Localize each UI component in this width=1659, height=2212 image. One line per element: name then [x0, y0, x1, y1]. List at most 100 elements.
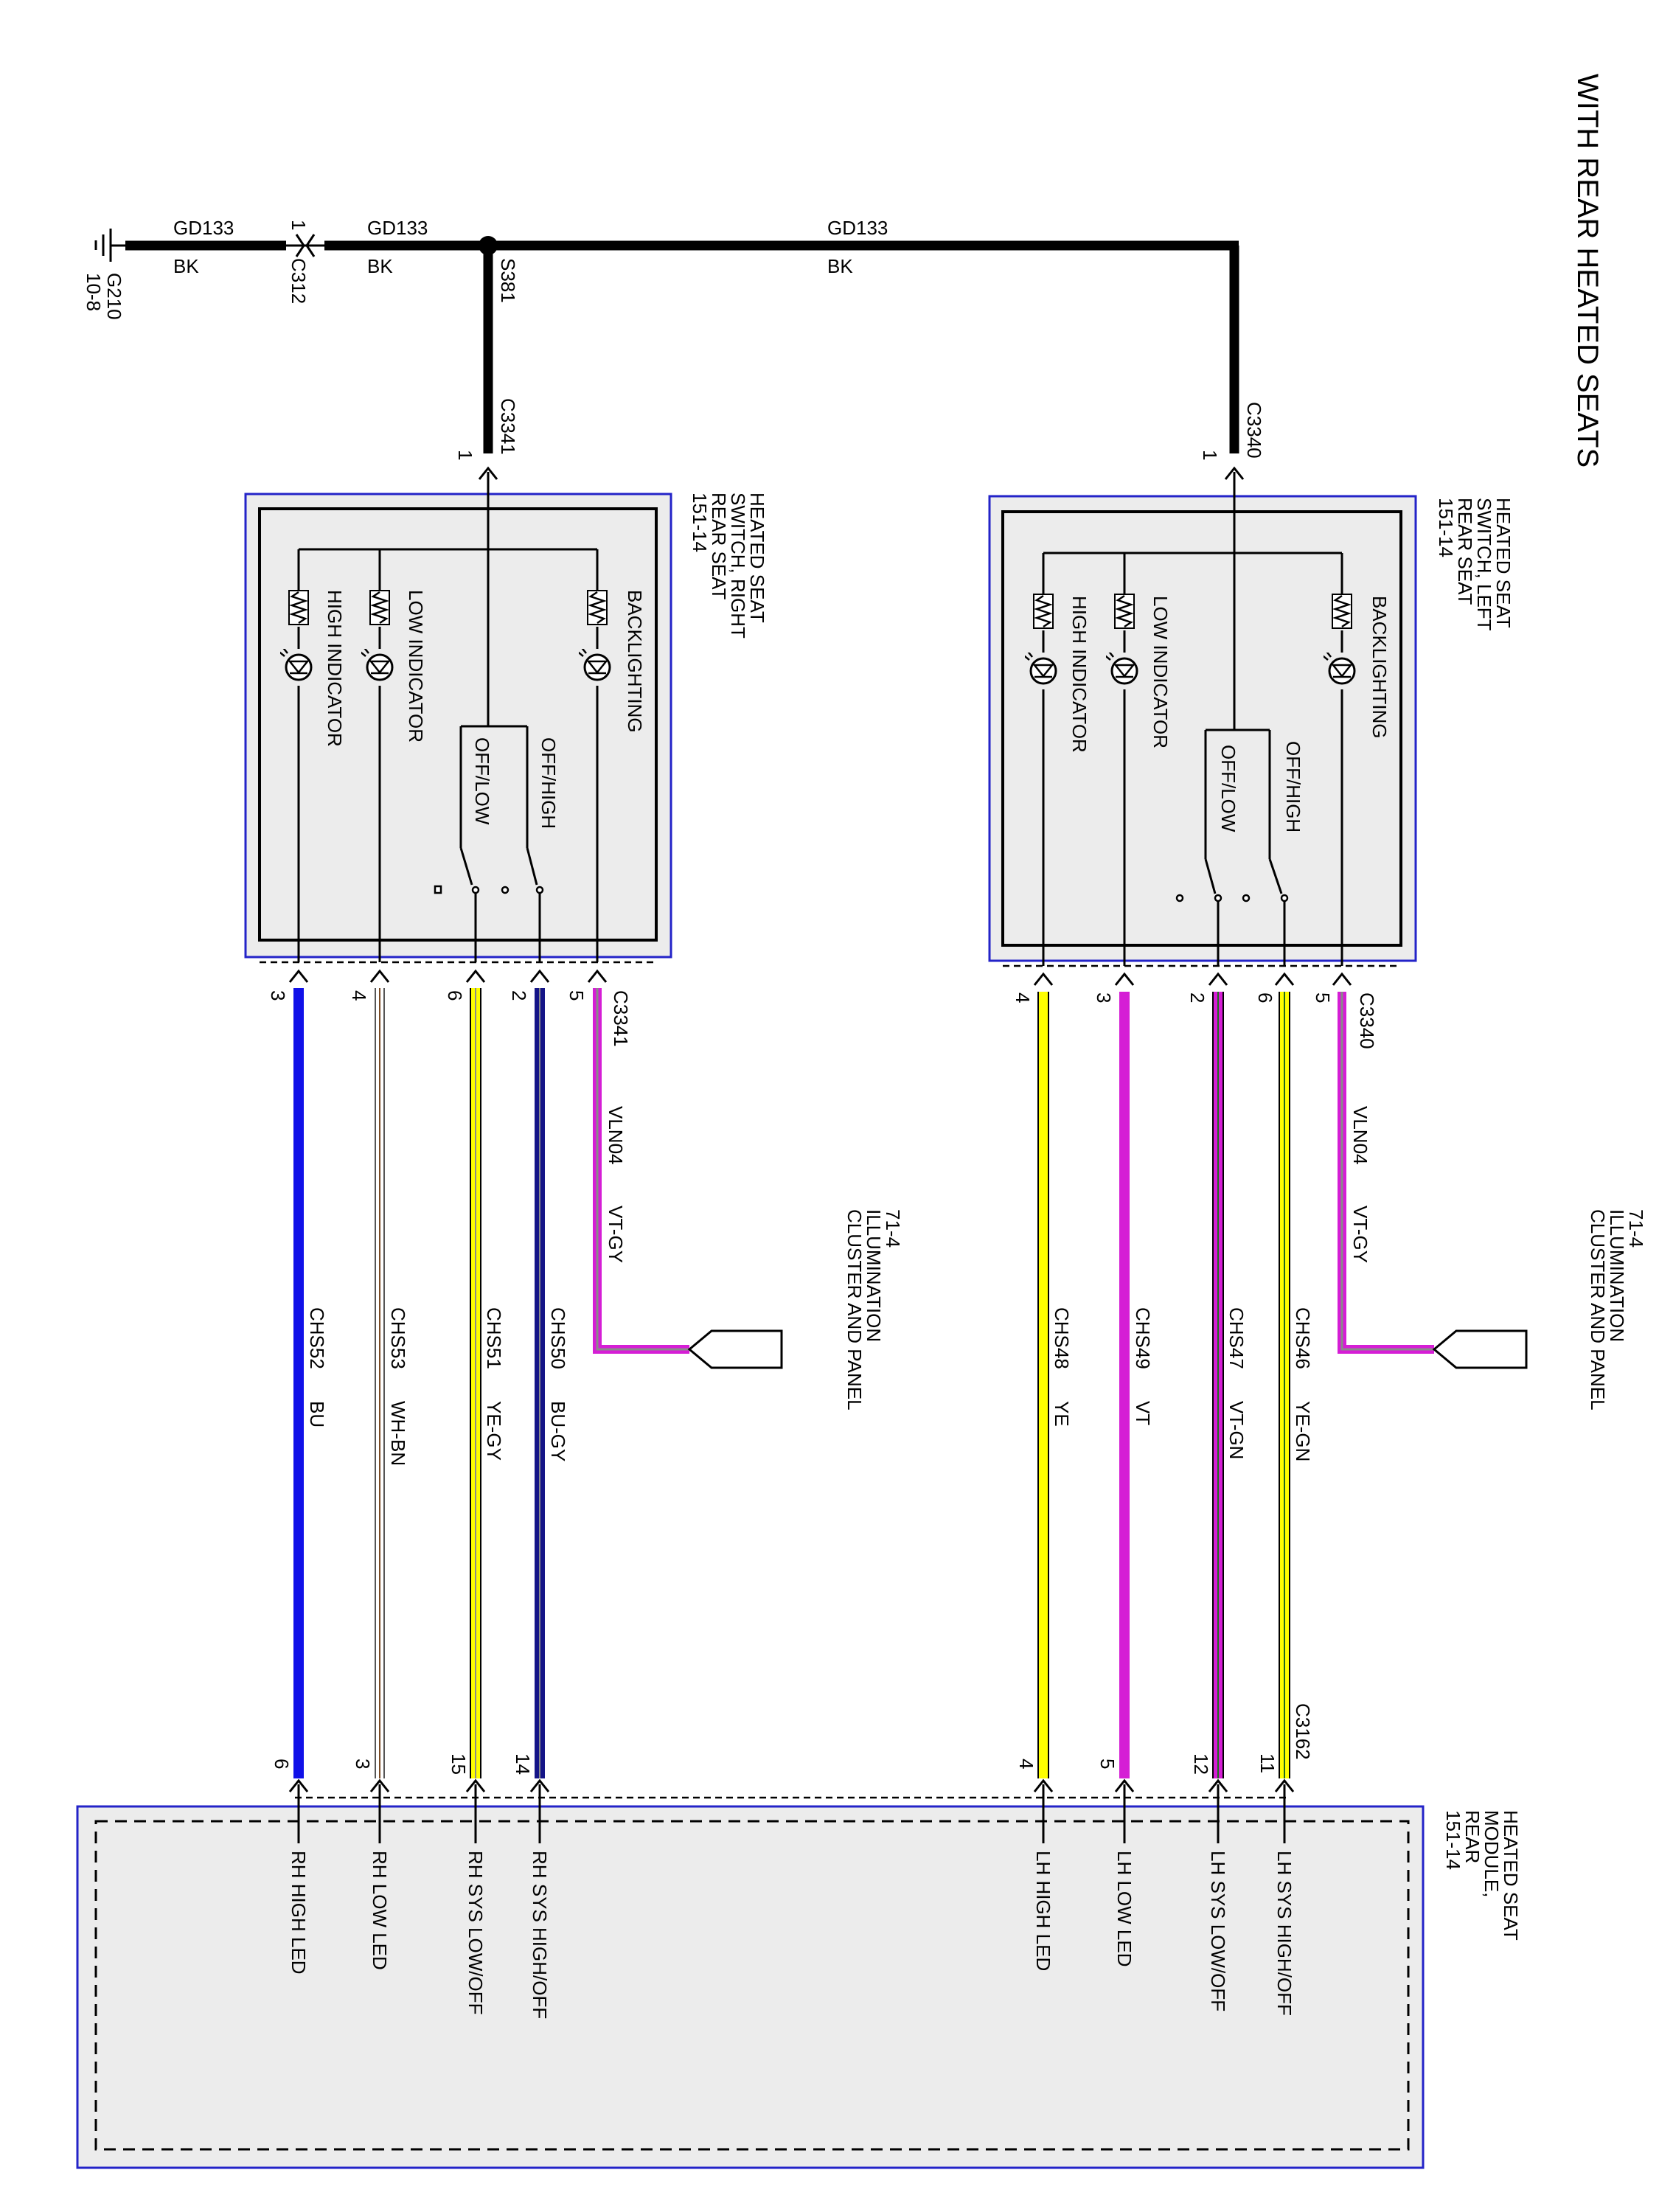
module-lh-low: LH LOW LED [1113, 1851, 1135, 1967]
switch-right-contacts [434, 885, 544, 894]
switch-left-box [988, 495, 1417, 967]
switch-right-backlighting: BACKLIGHTING [624, 590, 646, 733]
switch-right-bottom-connector: C3341 [610, 990, 632, 1047]
ground-ref: 10-8 [83, 273, 105, 311]
switch-left-pin-5: 5 [1312, 992, 1334, 1003]
switch-left-title: HEATED SEAT SWITCH, LEFT REAR SEAT 151-1… [1435, 498, 1514, 636]
vln04-left-circuit: VLN04 [1349, 1106, 1371, 1165]
cluster-left-connector [1432, 1329, 1528, 1369]
module-pin-leads [297, 1784, 1286, 1843]
switch-left-pin-6: 6 [1254, 992, 1276, 1003]
switch-left-pin-2: 2 [1186, 992, 1208, 1003]
splice-label: S381 [497, 258, 519, 303]
chs47-color: VT-GN [1225, 1401, 1248, 1459]
switch-left-bottom-connector: C3340 [1356, 992, 1378, 1049]
chs48-circuit: CHS48 [1051, 1307, 1073, 1369]
switch-left-top-pin: 1 [1199, 450, 1221, 460]
switch-right-internals [297, 548, 599, 962]
resistor-icon [587, 590, 608, 625]
chs53-circuit: CHS53 [387, 1307, 409, 1369]
switch-right-off-low: OFF/LOW [471, 737, 493, 825]
module-rh-sys-high: RH SYS HIGH/OFF [529, 1851, 551, 2019]
module-rh-sys-low: RH SYS LOW/OFF [465, 1851, 487, 2014]
switch-right-top-pin: 1 [454, 450, 476, 460]
switch-right-pin-6: 6 [444, 990, 466, 1001]
resistor-icon [369, 590, 390, 625]
wire1-color: BK [173, 255, 199, 277]
chs50-circuit: CHS50 [547, 1307, 569, 1369]
switch-left-pin-4: 4 [1012, 992, 1034, 1003]
switch-right-pin-5: 5 [566, 990, 588, 1001]
wire2-circuit: GD133 [367, 217, 428, 239]
switch-right-top-connector: C3341 [497, 398, 519, 455]
module-pin-4: 4 [1015, 1759, 1037, 1769]
module-rh-high: RH HIGH LED [288, 1851, 310, 1975]
module-lh-high: LH HIGH LED [1032, 1851, 1054, 1971]
switch-left-low-indicator: LOW INDICATOR [1150, 596, 1172, 748]
c312-connector-symbol [286, 234, 324, 257]
switch-left-contacts [1175, 894, 1289, 902]
switch-left-off-low: OFF/LOW [1217, 745, 1239, 832]
switch-right-box [244, 493, 672, 964]
chs52-color: BU [306, 1401, 328, 1427]
wire1-circuit: GD133 [173, 217, 234, 239]
switch-right-high-indicator: HIGH INDICATOR [324, 590, 346, 747]
module-box [76, 1796, 1425, 2169]
switch-right-pin-3: 3 [267, 990, 289, 1001]
wire3-circuit: GD133 [827, 217, 888, 239]
module-lh-sys-high: LH SYS HIGH/OFF [1273, 1851, 1295, 2016]
switch-left-high-indicator: HIGH INDICATOR [1068, 596, 1091, 753]
vln04-right-circuit: VLN04 [605, 1106, 627, 1165]
cluster-left-label: CLUSTER AND PANEL ILLUMINATION 71-4 [1587, 1209, 1647, 1415]
switch-right-bottom-pins [288, 970, 608, 984]
resistor-icon [1033, 594, 1054, 629]
module-title: HEATED SEAT MODULE, REAR 151-14 [1442, 1810, 1522, 1946]
module-lh-sys-low: LH SYS LOW/OFF [1207, 1851, 1229, 2011]
resistor-icon [1114, 594, 1135, 629]
module-rh-low: RH LOW LED [369, 1851, 391, 1970]
switch-left-top-connector: C3340 [1243, 402, 1265, 459]
chs53-color: WH-BN [387, 1401, 409, 1466]
switch-left-off-high: OFF/HIGH [1282, 741, 1304, 832]
wire3-color: BK [827, 255, 853, 277]
chs49-circuit: CHS49 [1132, 1307, 1154, 1369]
chs51-circuit: CHS51 [483, 1307, 505, 1369]
module-pins [288, 1779, 1295, 1793]
ground-symbol [94, 229, 125, 262]
module-connector: C3162 [1292, 1703, 1314, 1760]
module-pin-14: 14 [512, 1753, 534, 1775]
module-pin-3: 3 [352, 1759, 374, 1769]
switch-right-title: HEATED SEAT SWITCH, RIGHT REAR SEAT 151-… [689, 493, 768, 644]
switch-left-bottom-pins [1033, 973, 1352, 987]
cluster-right-connector [687, 1329, 783, 1369]
chs50-color: BU-GY [547, 1401, 569, 1461]
diagram-title: WITH REAR HEATED SEATS [1571, 74, 1604, 467]
module-pin-12: 12 [1190, 1753, 1212, 1775]
chs46-circuit: CHS46 [1292, 1307, 1314, 1369]
chs47-circuit: CHS47 [1225, 1307, 1248, 1369]
switch-right-off-high: OFF/HIGH [538, 737, 560, 829]
switch-right-pin-2: 2 [508, 990, 530, 1001]
switch-right-pin-4: 4 [348, 990, 370, 1001]
module-pin-6: 6 [271, 1759, 293, 1769]
c312-label: C312 [288, 258, 310, 304]
cluster-right-label: CLUSTER AND PANEL ILLUMINATION 71-4 [844, 1209, 904, 1415]
wire-vln04-left [1338, 992, 1434, 1354]
chs52-circuit: CHS52 [306, 1307, 328, 1369]
ground-id: G210 [103, 273, 125, 320]
wire-vln04-right [593, 988, 689, 1354]
chs46-color: YE-GN [1292, 1401, 1314, 1461]
resistor-icon [1332, 594, 1352, 629]
chs48-color: YE [1051, 1401, 1073, 1427]
switch-left-internals [1042, 552, 1343, 966]
module-pin-5: 5 [1096, 1759, 1119, 1769]
c312-pin: 1 [288, 220, 310, 230]
splice-s381 [479, 236, 498, 255]
resistor-icon [288, 590, 309, 625]
chs51-color: YE-GY [483, 1401, 505, 1461]
chs49-color: VT [1132, 1401, 1154, 1425]
vln04-right-color: VT-GY [605, 1206, 627, 1263]
wire2-color: BK [367, 255, 393, 277]
switch-left-backlighting: BACKLIGHTING [1368, 596, 1391, 739]
